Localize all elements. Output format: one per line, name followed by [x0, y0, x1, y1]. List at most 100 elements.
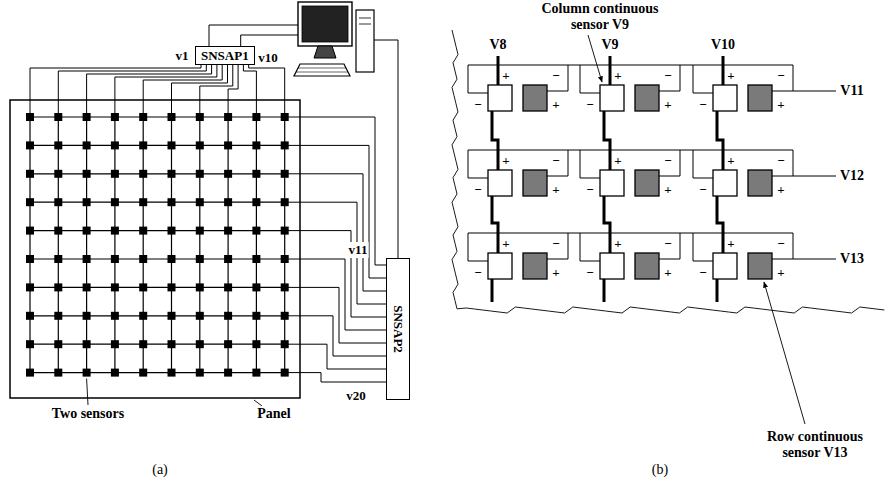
column-sensor: [713, 253, 737, 279]
sensor-pair: [111, 227, 119, 235]
sensor-pair: [83, 283, 91, 291]
computer-cable: [374, 40, 398, 258]
column-bus: [492, 196, 498, 253]
sensor-pair: [252, 255, 260, 263]
column-bus: [604, 111, 610, 170]
sensor-pair: [83, 340, 91, 348]
sensor-pair: [168, 227, 176, 235]
sensor-pair: [224, 369, 232, 377]
panel-caption: (b): [651, 462, 669, 478]
sensor-pair: [111, 283, 119, 291]
polarity-sign: −: [777, 236, 784, 252]
sensor-lead: [772, 65, 793, 91]
sensor-pair: [196, 170, 204, 178]
sensor-pair: [111, 255, 119, 263]
sensor-pair: [252, 312, 260, 320]
polarity-sign: +: [552, 97, 559, 113]
signal-name: V11: [839, 83, 864, 99]
sensor-lead: [693, 65, 713, 93]
column-wire: [86, 117, 87, 373]
sensor-pair: [26, 170, 34, 178]
signal-name: V12: [839, 168, 865, 184]
sensor-pair: [196, 312, 204, 320]
signal-name: V9: [600, 37, 619, 53]
sensor-pair: [111, 340, 119, 348]
sensor-pair: [83, 369, 91, 377]
signal-name: v11: [348, 242, 369, 258]
row-wire: [30, 202, 285, 203]
polarity-sign: −: [552, 68, 559, 84]
panel-caption: (a): [151, 462, 169, 478]
polarity-sign: +: [777, 97, 784, 113]
sensor-pair: [139, 369, 147, 377]
row-wire: [30, 372, 285, 373]
sensor-pair: [139, 340, 147, 348]
callout-label: Two sensors: [51, 406, 125, 422]
sensor-pair: [26, 312, 34, 320]
column-wire: [58, 117, 59, 373]
polarity-sign: +: [664, 265, 671, 281]
sensor-pair: [139, 255, 147, 263]
adapter-box: SNSAP1: [195, 46, 255, 65]
sensor-pair: [139, 283, 147, 291]
sensor-pair: [224, 255, 232, 263]
polarity-sign: +: [777, 265, 784, 281]
column-sensor: [488, 170, 512, 196]
column-lead: [249, 65, 285, 117]
sensor-pair: [111, 369, 119, 377]
sensor-lead: [468, 150, 488, 178]
sensor-pair: [196, 255, 204, 263]
sensor-pair: [196, 198, 204, 206]
polarity-sign: −: [552, 236, 559, 252]
sensor-lead: [693, 233, 713, 261]
column-sensor: [600, 253, 624, 279]
keyboard: [294, 64, 350, 76]
row-sensor: [523, 170, 547, 196]
polarity-sign: +: [502, 68, 509, 84]
sensor-pair: [252, 369, 260, 377]
sensor-pair: [196, 227, 204, 235]
column-bus: [609, 56, 612, 85]
sensor-lead: [772, 150, 793, 176]
row-output: [793, 259, 836, 260]
column-sensor: [600, 85, 624, 111]
leader-arrow: [764, 282, 805, 424]
column-bus: [604, 196, 610, 253]
row-wire: [30, 344, 285, 345]
row-wire: [30, 258, 285, 259]
sensor-pair: [252, 340, 260, 348]
row-wire: [30, 116, 285, 117]
sensor-pair: [83, 170, 91, 178]
sensor-pair: [224, 340, 232, 348]
keyboard-keys: [298, 68, 346, 69]
signal-name: v20: [345, 388, 367, 404]
polarity-sign: −: [664, 153, 671, 169]
sensor-pair: [26, 340, 34, 348]
column-wire: [29, 117, 30, 373]
row-sensor: [635, 85, 659, 111]
column-sensor: [488, 253, 512, 279]
column-lead: [30, 65, 201, 117]
adapter-name: SNSAP1: [201, 48, 249, 63]
signal-name: V13: [839, 251, 865, 267]
sensor-pair: [168, 312, 176, 320]
column-sensor: [713, 170, 737, 196]
column-bus: [497, 56, 500, 85]
row-sensor: [523, 253, 547, 279]
polarity-sign: +: [614, 236, 621, 252]
panel-outline: [10, 100, 300, 398]
signal-name: V8: [488, 37, 507, 53]
polarity-sign: +: [614, 68, 621, 84]
sensor-pair: [252, 170, 260, 178]
row-sensor: [748, 253, 772, 279]
row-lead: [285, 117, 386, 265]
sensor-pair: [224, 312, 232, 320]
polarity-sign: −: [699, 97, 706, 113]
adapter-name: SNSAP2: [391, 305, 406, 353]
sensor-pair: [26, 369, 34, 377]
column-wire: [228, 117, 229, 373]
sensor-pair: [224, 141, 232, 149]
polarity-sign: −: [699, 182, 706, 198]
